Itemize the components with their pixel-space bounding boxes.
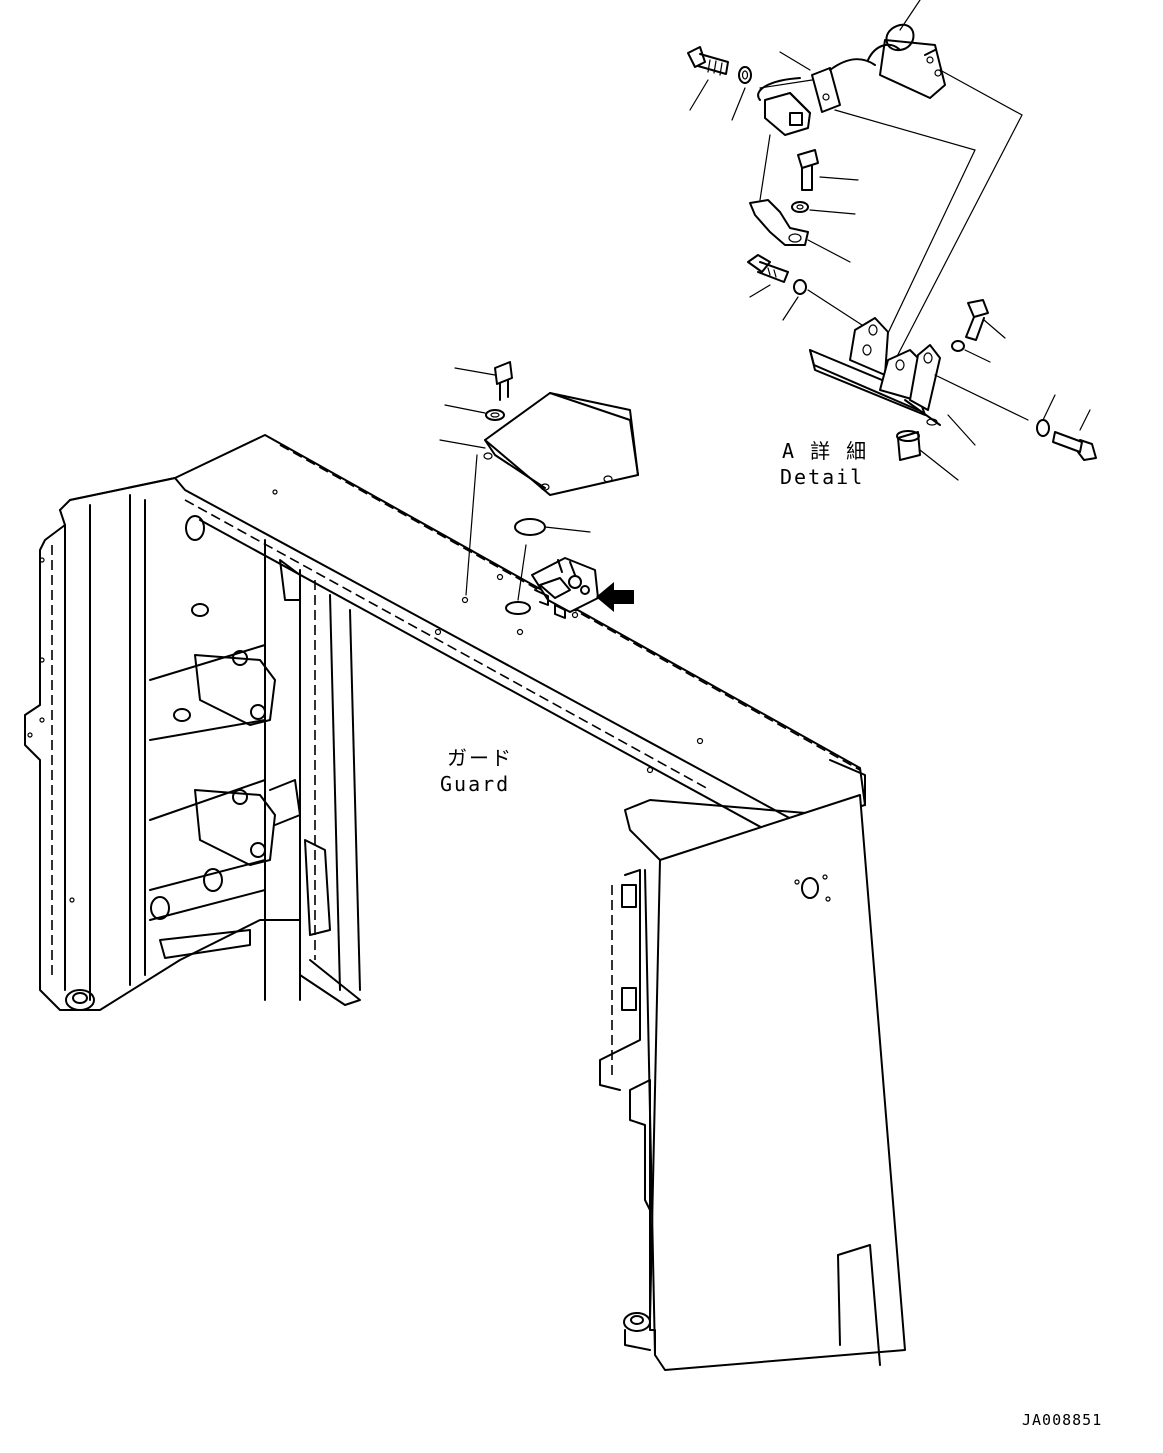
drawing-code: JA008851 [1022,1411,1102,1429]
detail-a [687,0,1097,481]
detail-label-en: Detail [780,465,864,489]
detail-label: A 詳 細 Detail [780,439,868,489]
detail-label-jp: A 詳 細 [782,439,868,463]
arrow-icon [596,582,634,612]
guard-label-en: Guard [440,772,510,796]
switch-unit [531,557,599,619]
guard-frame [24,434,906,1371]
guard-label: ガード Guard [440,746,513,796]
switch-cover-assembly [439,361,639,619]
guard-label-jp: ガード [447,746,513,770]
